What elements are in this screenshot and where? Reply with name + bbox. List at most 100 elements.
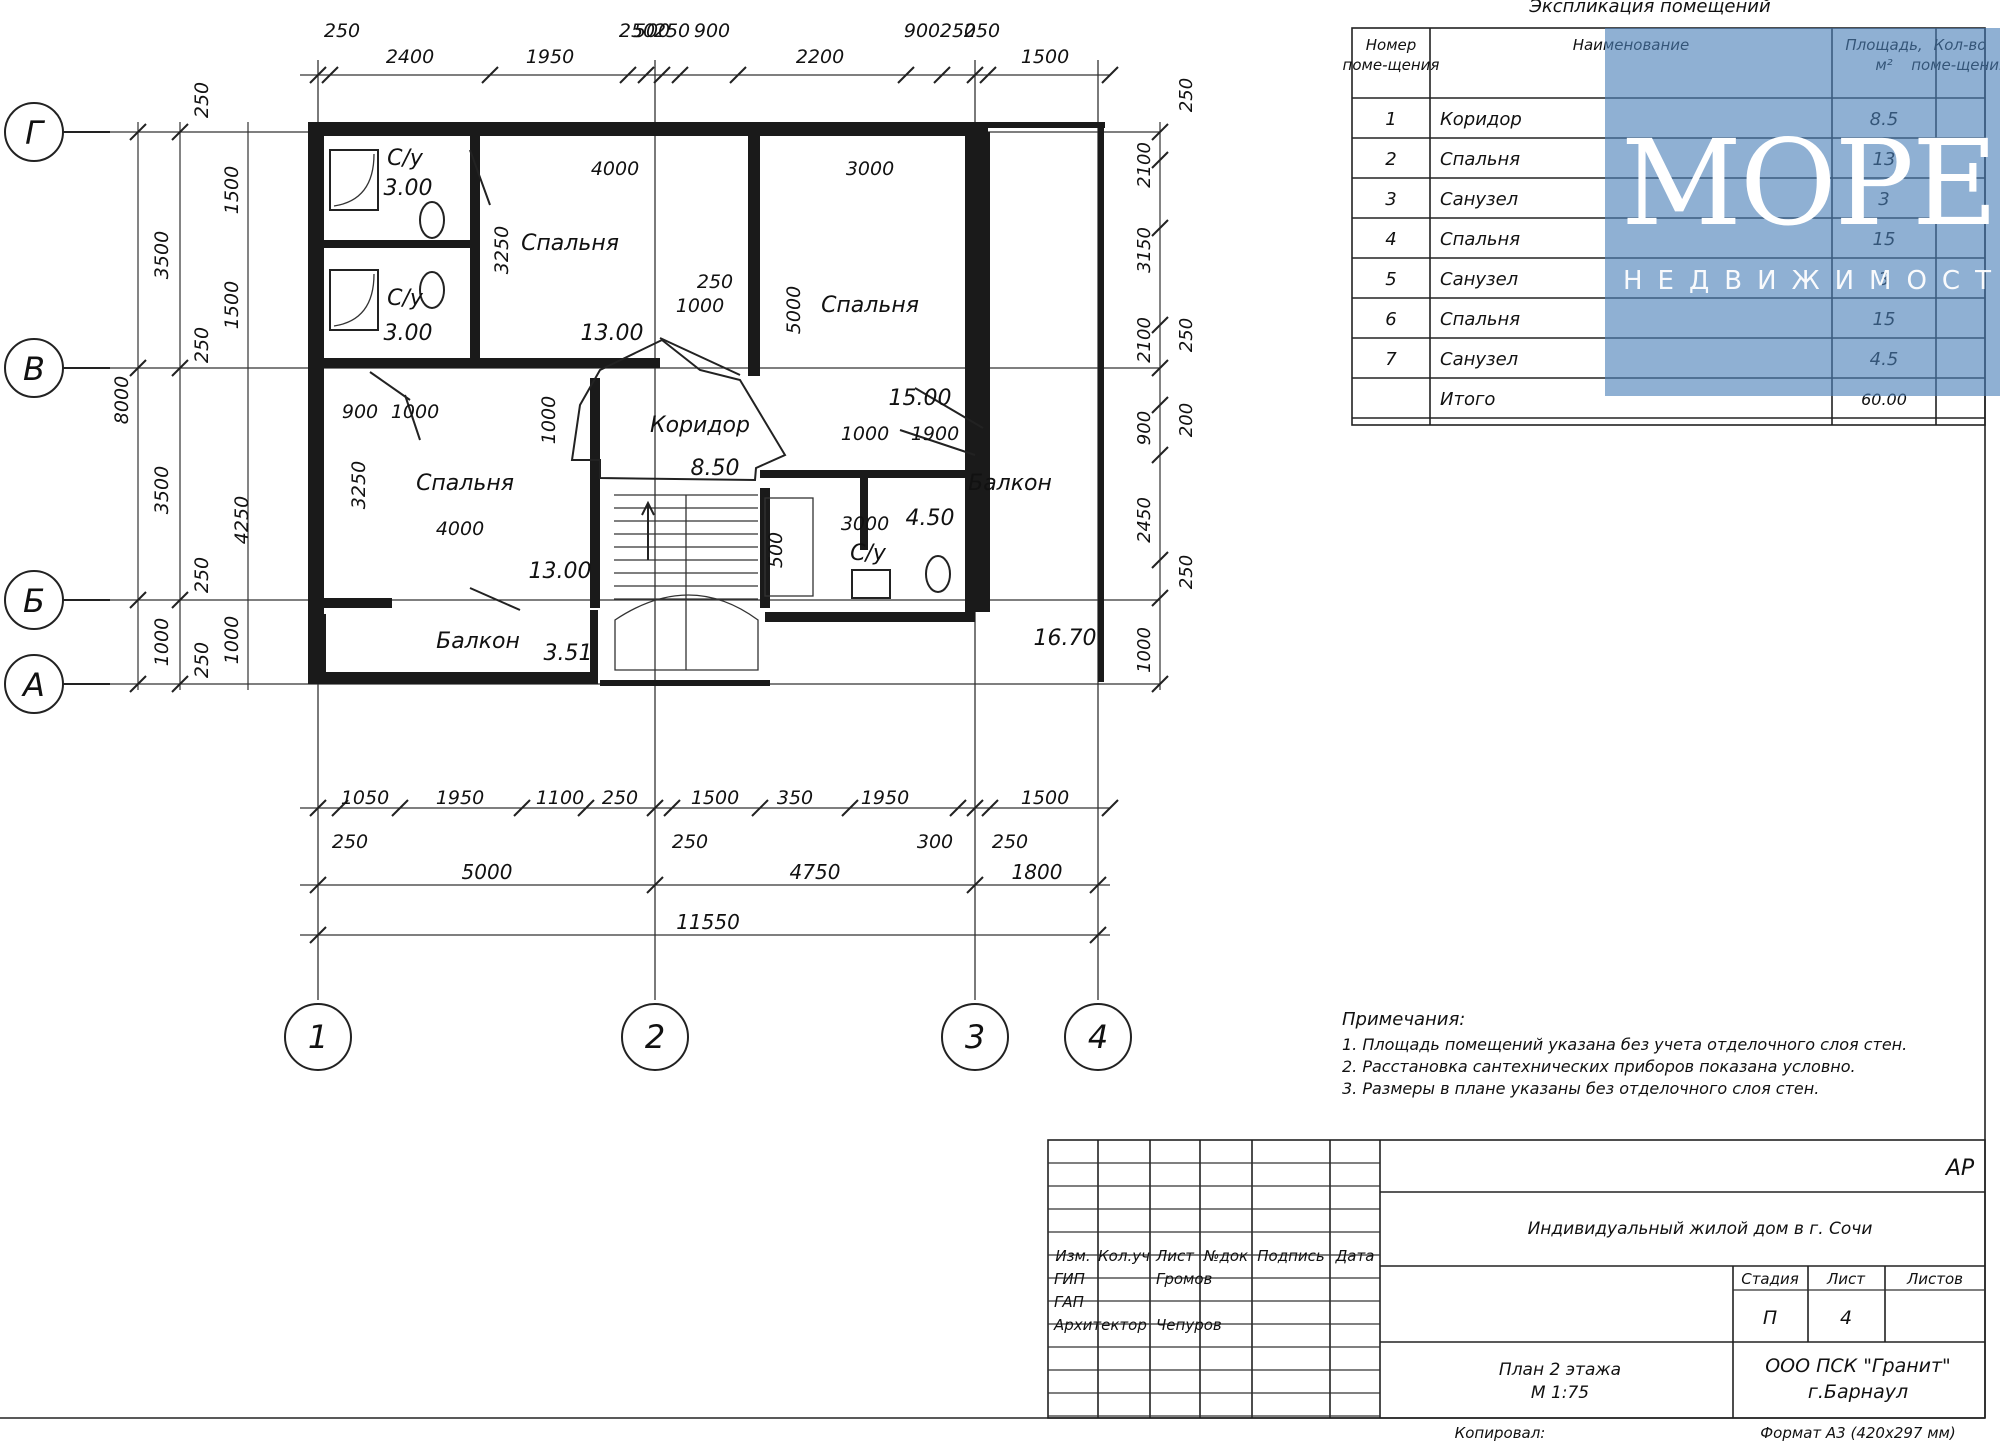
dim-tick xyxy=(841,799,859,817)
room-name-7: Балкон xyxy=(436,629,520,654)
tb-stage-header-1: Лист xyxy=(1826,1270,1866,1288)
dim-tick xyxy=(171,675,189,693)
tb-role-2: Архитектор xyxy=(1053,1316,1147,1334)
explication-name-1: Спальня xyxy=(1440,149,1520,170)
dim-tick xyxy=(619,66,637,84)
dim-bottom-small-3: 250 xyxy=(992,831,1028,853)
dim-top-11: 1500 xyxy=(1021,46,1069,68)
shower-tray xyxy=(329,269,379,331)
dim-tick xyxy=(1151,675,1169,693)
dim-top-0: 250 xyxy=(324,20,360,42)
tb-sheet: 4 xyxy=(1840,1307,1852,1329)
dim-left-1: 3500 xyxy=(151,466,173,514)
room-area-5: 13.00 xyxy=(529,559,592,584)
dim-left-7: 1000 xyxy=(221,616,243,664)
explication-caption: Экспликация помещений xyxy=(1528,0,1771,17)
dim-overall: 11550 xyxy=(676,910,740,934)
wall-bath-divider xyxy=(320,240,470,248)
wall-south-right xyxy=(765,612,975,622)
wall-west xyxy=(308,122,324,684)
room-area-1: 3.00 xyxy=(384,321,433,346)
wall-corridor-right xyxy=(748,136,760,376)
dim-inner-10: 5000 xyxy=(783,286,805,334)
wall-stair-left xyxy=(590,378,600,608)
room-name-4: Коридор xyxy=(650,413,750,438)
dim-tick xyxy=(671,66,689,84)
wall-corridor-top xyxy=(470,358,660,368)
dim-tick xyxy=(1151,123,1169,141)
dim-tick xyxy=(1089,876,1107,894)
dim-inner-14: 500 xyxy=(765,532,787,568)
wall-south-left xyxy=(308,672,598,684)
dim-top-9: 250 xyxy=(940,20,976,42)
shower-curve xyxy=(333,153,375,207)
axis-bubble-4 xyxy=(1064,1003,1132,1071)
tb-col-header-4: Подпись xyxy=(1257,1247,1324,1265)
room-area-4: 8.50 xyxy=(691,456,740,481)
dim-tick xyxy=(309,926,327,944)
watermark-logo: МОРЕ НЕДВИЖИМОСТЬ xyxy=(1605,28,2000,396)
shower-cabin xyxy=(764,497,814,597)
dim-inner-6: 1000 xyxy=(841,423,889,445)
note-item-1: 2. Расстановка сантехнических приборов п… xyxy=(1342,1057,1856,1076)
dim-tick xyxy=(1101,799,1119,817)
dim-left-4: 4250 xyxy=(231,496,253,544)
dim-tick xyxy=(966,66,984,84)
tb-stage-header-0: Стадия xyxy=(1741,1270,1799,1288)
dim-tick xyxy=(646,876,664,894)
dim-tick xyxy=(897,66,915,84)
dim-left-9: 250 xyxy=(191,327,213,363)
explication-header-0: Номер xyxy=(1366,36,1417,54)
dim-left-10: 250 xyxy=(191,557,213,593)
axis-bubble-3 xyxy=(941,1003,1009,1071)
shower-tray xyxy=(329,149,379,211)
title-block-frame xyxy=(1047,1139,1986,1419)
explication-header-0: поме-щения xyxy=(1343,56,1440,74)
room-area-6: 4.50 xyxy=(906,506,955,531)
dim-top-10: 250 xyxy=(964,20,1000,42)
floor-plan xyxy=(4,60,1169,1071)
tb-col-header-1: Кол.уч xyxy=(1098,1247,1150,1265)
watermark-subtitle: НЕДВИЖИМОСТЬ xyxy=(1623,266,2000,296)
dim-tick xyxy=(129,359,147,377)
dim-right-7: 250 xyxy=(1176,555,1197,589)
wall-wc-mid xyxy=(860,470,868,550)
explication-num-3: 4 xyxy=(1385,229,1396,250)
toilet-icon xyxy=(419,271,445,309)
wall-balcony-mid xyxy=(590,610,598,684)
dim-total-0: 5000 xyxy=(462,860,513,884)
door-leaf xyxy=(659,337,741,376)
room-area-8: 16.70 xyxy=(1034,626,1097,651)
note-item-0: 1. Площадь помещений указана без учета о… xyxy=(1342,1035,1907,1054)
tb-project: Индивидуальный жилой дом в г. Сочи xyxy=(1528,1219,1873,1239)
tb-col-header-5: Дата xyxy=(1335,1247,1375,1265)
tb-code: АР xyxy=(1944,1156,1975,1181)
explication-total-label: Итого xyxy=(1440,389,1495,410)
dim-left-5: 1500 xyxy=(221,166,243,214)
tb-col-header-3: №док xyxy=(1203,1247,1248,1265)
stair-winder xyxy=(614,594,759,671)
dim-right-3: 2100 xyxy=(1134,317,1155,363)
dim-bottom-small-1: 250 xyxy=(672,831,708,853)
dim-tick xyxy=(1151,316,1169,334)
explication-num-0: 1 xyxy=(1385,109,1396,130)
dim-inner-4: 900 xyxy=(342,401,378,423)
dim-bottom-3: 250 xyxy=(602,787,638,809)
dim-tick xyxy=(481,66,499,84)
dim-top-2: 1950 xyxy=(526,46,574,68)
dim-top-8: 900 xyxy=(904,20,940,42)
wall-balcony-top xyxy=(985,122,1105,128)
watermark-title: МОРЕ xyxy=(1621,114,1998,252)
dim-tick xyxy=(129,591,147,609)
dim-inner-2: 250 xyxy=(697,271,733,293)
dim-left-11: 250 xyxy=(191,642,213,678)
shower-curve xyxy=(333,273,375,327)
dim-top-1: 2400 xyxy=(386,46,434,68)
dim-right-2: 3150 xyxy=(1134,227,1155,273)
dim-bottom-small-2: 300 xyxy=(917,831,953,853)
dim-inner-7: 1900 xyxy=(911,423,959,445)
dim-inner-0: 4000 xyxy=(591,158,639,180)
room-area-2: 13.00 xyxy=(581,321,644,346)
dim-tick xyxy=(949,799,967,817)
dim-left-6: 1500 xyxy=(221,281,243,329)
